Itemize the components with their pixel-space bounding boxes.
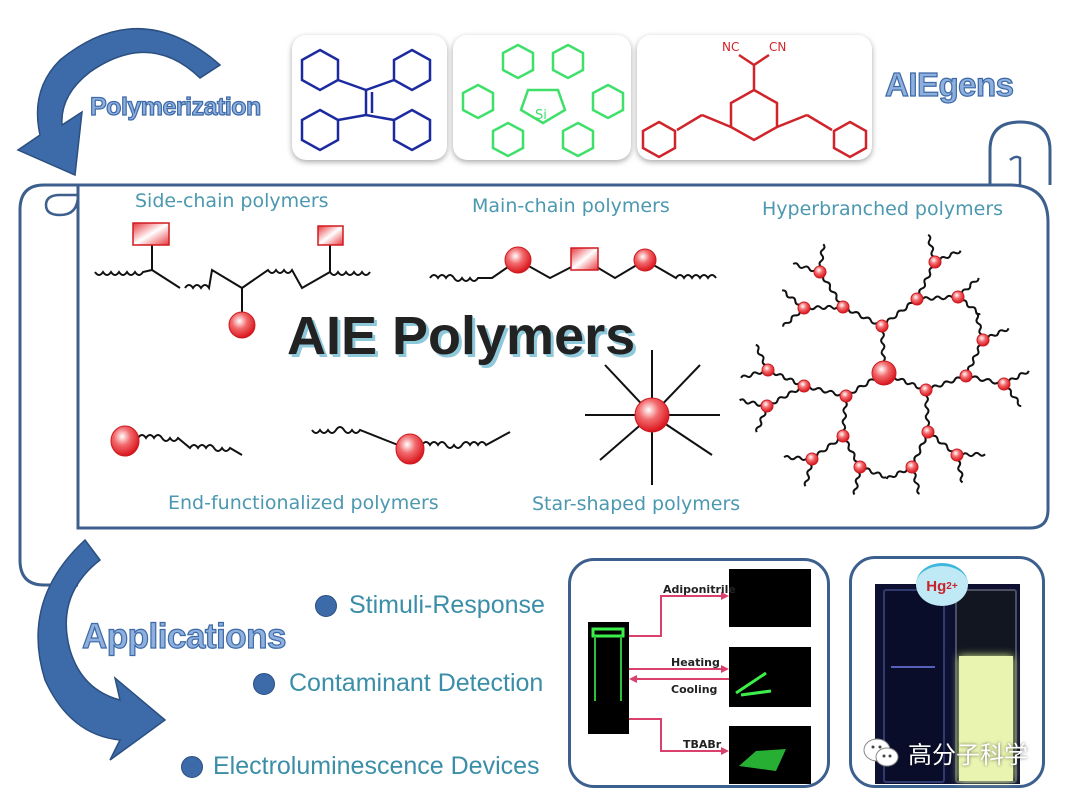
main-title: AIE Polymers: [287, 306, 636, 366]
aie-branch-ball: [905, 460, 919, 474]
application-label: Electroluminescence Devices: [213, 752, 540, 780]
star-core-ball: [634, 397, 670, 433]
heating-label: Heating: [671, 656, 720, 669]
aie-unit-square: [317, 225, 344, 246]
aie-branch-ball: [813, 265, 827, 279]
aie-branch-ball: [919, 383, 933, 397]
dicyanomethylene-structure: NC CN: [641, 40, 868, 159]
aiegen-card-tpe: [292, 35, 447, 160]
hyperbranched-core-ball: [871, 360, 897, 386]
main-chain-polymer: [429, 258, 717, 282]
aie-branch-ball: [797, 379, 811, 393]
side-chain-label: Side-chain polymers: [135, 190, 329, 212]
aie-branch-ball: [976, 333, 990, 347]
aie-branch-ball: [836, 429, 850, 443]
application-label: Contaminant Detection: [289, 669, 544, 697]
silicon-atom-label: Si: [535, 108, 547, 123]
aie-branch-ball: [761, 363, 775, 377]
bullet-icon: [315, 594, 337, 617]
stimuli-response-figure: [588, 569, 811, 784]
applications-label: Applications: [81, 616, 287, 656]
aie-branch-ball: [875, 319, 889, 333]
aiegens-label: AIEgens: [884, 65, 1014, 103]
applications-arrow: [37, 538, 167, 761]
stimuli-response-panel: Adiponitrile Heating Cooling TBABr: [568, 558, 830, 788]
polymerization-label: Polymerization: [89, 92, 262, 121]
aie-branch-ball: [959, 369, 973, 383]
watermark-text: 高分子科学: [908, 741, 1028, 769]
aie-unit-square: [570, 247, 599, 271]
adiponitrile-label: Adiponitrile: [663, 583, 736, 596]
cuvette-hg: [955, 589, 1017, 783]
hg-ion-label: Hg: [926, 577, 947, 595]
bullet-icon: [253, 672, 275, 695]
aie-branch-ball: [950, 448, 964, 462]
bullet-icon: [181, 755, 203, 778]
nc-group-label: NC: [722, 40, 739, 54]
aie-unit-ball: [228, 311, 256, 339]
aie-branch-ball: [797, 301, 811, 315]
polymerization-arrow: [16, 28, 222, 177]
watermark: 高分子科学: [862, 735, 1028, 770]
aie-branch-ball: [853, 460, 867, 474]
cooling-label: Cooling: [671, 683, 718, 696]
aiegen-card-silole: Si: [453, 35, 631, 160]
aie-branch-ball: [760, 399, 774, 413]
tetraphenylethene-structure: [300, 48, 432, 152]
tbabr-label: TBABr: [683, 738, 722, 751]
aie-branch-ball: [805, 452, 819, 466]
main-chain-label: Main-chain polymers: [472, 195, 670, 217]
result-image-dark: [729, 569, 811, 627]
hexaphenylsilole-structure: Si: [461, 43, 625, 158]
aie-branch-ball: [928, 255, 942, 269]
aie-branch-ball: [951, 290, 965, 304]
aie-end-ball: [110, 425, 140, 457]
hyperbranched-label: Hyperbranched polymers: [762, 198, 1004, 220]
aie-branch-ball: [910, 292, 924, 306]
wechat-icon: [863, 738, 899, 766]
aie-branch-ball: [839, 389, 853, 403]
cn-group-label: CN: [769, 40, 786, 54]
aie-end-ball: [395, 433, 425, 465]
hg-charge-label: 2+: [946, 580, 958, 592]
cuvette-photo: [875, 584, 1020, 784]
aie-branch-ball: [836, 300, 850, 314]
end-functionalized-label: End-functionalized polymers: [168, 492, 439, 514]
result-image-heating: [729, 647, 811, 707]
application-item: Stimuli-Response: [315, 591, 545, 620]
end-functionalized-polymer: [137, 426, 511, 456]
aiegen-card-dcm: NC CN: [637, 35, 872, 160]
aie-unit-ball: [504, 246, 532, 274]
aie-unit-ball: [633, 248, 657, 272]
aie-branch-ball: [921, 425, 935, 439]
application-item: Electroluminescence Devices: [181, 752, 540, 781]
application-label: Stimuli-Response: [349, 591, 545, 619]
aie-unit-square: [132, 222, 170, 246]
aie-branch-ball: [997, 377, 1011, 391]
star-shaped-label: Star-shaped polymers: [532, 493, 741, 515]
application-item: Contaminant Detection: [253, 669, 543, 698]
fluorescent-solution: [959, 656, 1013, 781]
